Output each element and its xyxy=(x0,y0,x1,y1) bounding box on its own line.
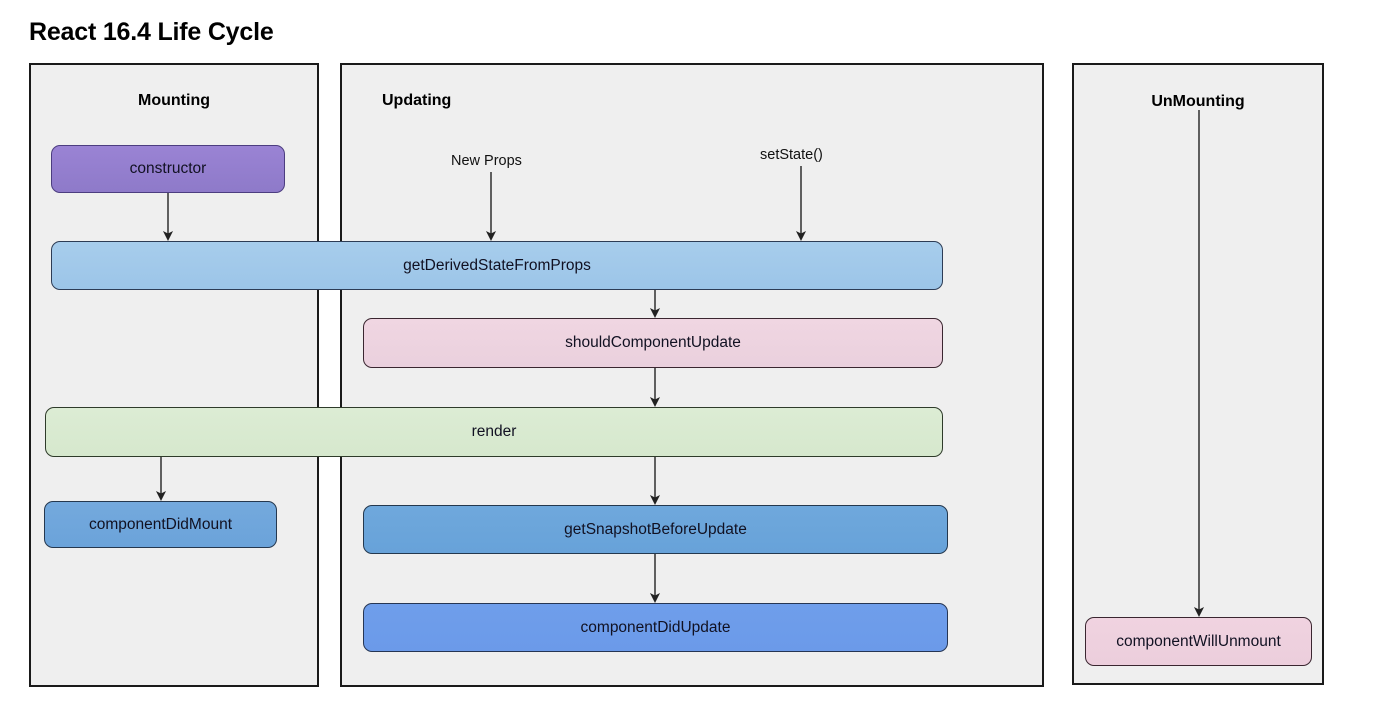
lifecycle-node-component-will-unmount[interactable]: componentWillUnmount xyxy=(1085,617,1312,666)
trigger-label-set-state: setState() xyxy=(760,147,823,163)
phase-panel-updating: Updating xyxy=(340,63,1044,687)
lifecycle-node-get-snapshot-before-update[interactable]: getSnapshotBeforeUpdate xyxy=(363,505,948,554)
lifecycle-node-constructor[interactable]: constructor xyxy=(51,145,285,193)
lifecycle-node-component-did-mount[interactable]: componentDidMount xyxy=(44,501,277,548)
page-title: React 16.4 Life Cycle xyxy=(29,18,274,46)
trigger-label-new-props: New Props xyxy=(451,153,522,169)
lifecycle-node-get-derived-state-from-props[interactable]: getDerivedStateFromProps xyxy=(51,241,943,290)
phase-title-mounting: Mounting xyxy=(138,92,210,109)
lifecycle-node-component-did-update[interactable]: componentDidUpdate xyxy=(363,603,948,652)
phase-title-updating: Updating xyxy=(382,92,452,109)
phase-panel-unmounting: UnMounting xyxy=(1072,63,1324,685)
phase-title-unmounting: UnMounting xyxy=(1151,93,1245,110)
lifecycle-node-should-component-update[interactable]: shouldComponentUpdate xyxy=(363,318,943,368)
lifecycle-node-render[interactable]: render xyxy=(45,407,943,457)
